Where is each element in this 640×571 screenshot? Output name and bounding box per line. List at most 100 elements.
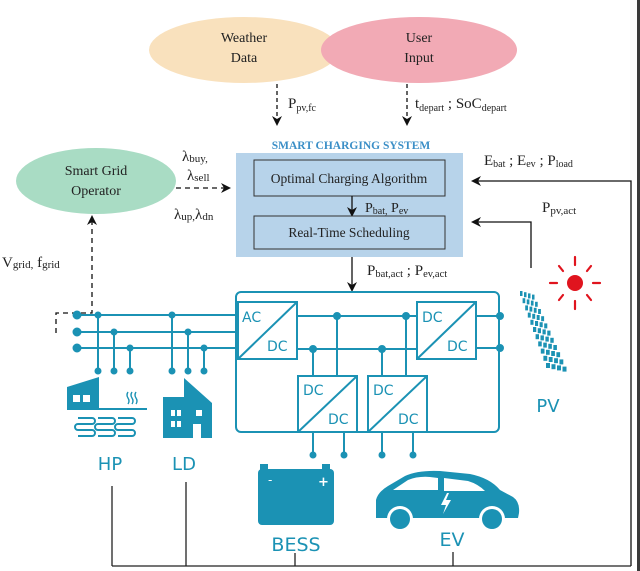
- pv-cell: [546, 349, 550, 355]
- ac-bus: [72, 310, 238, 375]
- acdc-bottom-label: DC: [267, 339, 288, 355]
- ev-dc-dc-converter: DC DC: [367, 375, 428, 433]
- pv-cell: [554, 358, 558, 364]
- battery-icon: - +: [258, 464, 334, 525]
- image-border: [637, 0, 640, 571]
- departure-label: tdepart ; SoCdepart: [415, 96, 507, 114]
- pv-dc-dc-converter: DC DC: [416, 301, 477, 360]
- lambda-buy-label: λbuy,: [182, 149, 208, 165]
- pv-cell: [562, 366, 567, 372]
- lambda-regulation-label: λup,λdn: [174, 207, 214, 223]
- pv-cell: [527, 312, 531, 318]
- user-label-1: User: [406, 31, 433, 46]
- pv-cell: [545, 336, 549, 342]
- bess-label: BESS: [271, 534, 320, 556]
- pv-actual-label: Ppv,act: [542, 200, 576, 217]
- acdc-top-label: AC: [242, 310, 261, 326]
- pv-cell: [526, 299, 530, 305]
- system-title: SMART CHARGING SYSTEM: [272, 140, 431, 152]
- sun-icon: [548, 255, 602, 311]
- pv-cell: [553, 345, 557, 350]
- pv-output-lines: [476, 312, 504, 352]
- smart-grid-operator-node: [16, 148, 176, 214]
- pv-cell: [533, 307, 537, 313]
- energy-feedback-arrow: [471, 176, 632, 566]
- device-taps: [309, 432, 417, 459]
- bess-dcdc-top-label: DC: [303, 383, 324, 399]
- pv-cell: [536, 315, 540, 320]
- grid-operator-label-2: Operator: [71, 184, 121, 199]
- pv-cell: [535, 301, 538, 307]
- ac-dc-converter: AC DC: [237, 301, 298, 360]
- algorithm-label: Optimal Charging Algorithm: [271, 171, 428, 186]
- actual-power-label: Pbat,act ; Pev,act: [367, 263, 447, 280]
- pv-cell: [543, 355, 548, 361]
- user-label-2: Input: [404, 51, 434, 66]
- pv-cell: [530, 300, 534, 306]
- bess-dcdc-bottom-label: DC: [328, 412, 349, 428]
- pv-cell: [529, 306, 533, 312]
- pv-label: PV: [536, 396, 560, 417]
- energy-feedback-label: Ebat ; Eev ; Pload: [484, 153, 573, 170]
- pv-cell: [557, 365, 561, 371]
- pv-cell: [525, 305, 528, 311]
- pv-cell: [543, 342, 547, 348]
- weather-data-node: [149, 17, 339, 83]
- dc-bus: [297, 312, 417, 376]
- pv-cell: [538, 341, 542, 347]
- weather-label-1: Weather: [221, 31, 268, 46]
- lambda-sell-label: λsell: [187, 168, 210, 184]
- pv-feedback-arrow: [471, 217, 532, 268]
- battery-minus: -: [268, 473, 272, 487]
- pv-cell: [551, 351, 555, 356]
- optimal-charging-algorithm-box: [253, 159, 446, 197]
- pv-cell: [535, 334, 539, 340]
- pv-cell: [550, 337, 554, 343]
- pv-cell: [556, 352, 561, 358]
- pv-cell: [522, 298, 526, 304]
- hp-label: HP: [98, 454, 123, 475]
- pv-cell: [548, 357, 553, 362]
- pv-cell: [520, 291, 523, 296]
- pv-cell: [537, 328, 541, 334]
- pv-forecast-label: Ppv,fc: [288, 96, 317, 114]
- bess-dc-dc-converter: DC DC: [297, 375, 358, 433]
- pv-cell: [533, 327, 537, 332]
- pv-cell: [540, 348, 545, 354]
- ev-label: EV: [439, 529, 464, 551]
- ld-label: LD: [172, 454, 196, 475]
- real-time-scheduling-box: [253, 215, 446, 250]
- grid-operator-label-1: Smart Grid: [65, 164, 128, 179]
- pv-cell: [546, 363, 550, 368]
- load-building-icon: [163, 378, 212, 438]
- pv-cell: [535, 321, 539, 326]
- pv-cell: [548, 343, 552, 349]
- user-input-node: [321, 17, 517, 83]
- pv-cell: [551, 364, 556, 370]
- battery-plus: +: [318, 475, 329, 490]
- pv-cell: [524, 292, 527, 298]
- grid-measurement-label: Vgrid, fgrid: [2, 255, 60, 271]
- ev-dcdc-bottom-label: DC: [398, 412, 419, 428]
- electric-car-icon: [376, 470, 520, 532]
- pv-cell: [532, 294, 535, 300]
- measurement-lines: [111, 482, 631, 567]
- ev-dcdc-top-label: DC: [373, 383, 394, 399]
- power-setpoint-label: Pbat, Pev: [365, 201, 408, 217]
- pv-cell: [530, 319, 534, 325]
- pv-cell: [542, 329, 546, 335]
- pv-cell: [559, 359, 564, 365]
- pv-dcdc-bottom-label: DC: [447, 339, 468, 355]
- scheduling-label: Real-Time Scheduling: [288, 225, 410, 240]
- pv-panel-icon: [520, 291, 567, 372]
- heat-pump-icon: [67, 377, 147, 437]
- pv-cell: [540, 335, 544, 341]
- pv-cell: [544, 323, 548, 329]
- pv-cell: [532, 313, 536, 319]
- pv-cell: [538, 309, 541, 314]
- pv-cell: [541, 316, 545, 322]
- pv-cell: [539, 322, 543, 328]
- weather-label-2: Data: [231, 51, 258, 66]
- pv-dcdc-top-label: DC: [422, 310, 443, 326]
